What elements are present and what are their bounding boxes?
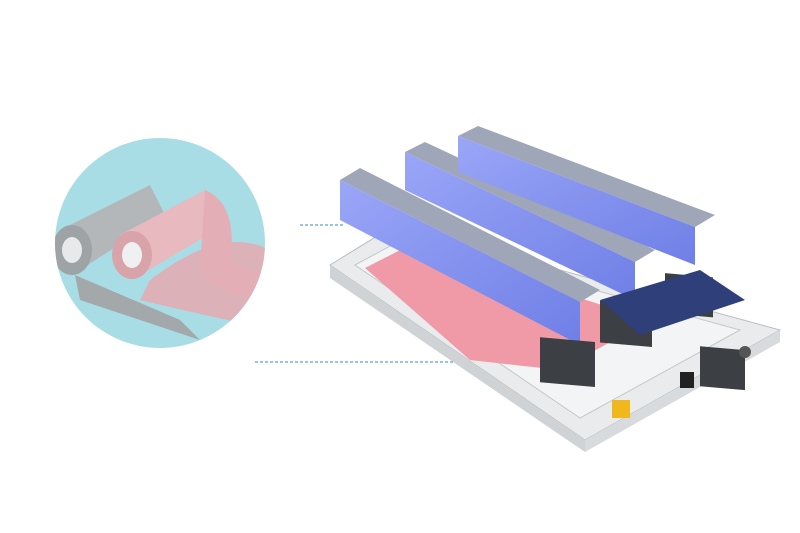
pink-roll xyxy=(112,190,265,300)
battery-module-1 xyxy=(340,168,600,388)
battery-module-4 xyxy=(600,270,745,391)
thermal-pad-rolls-photo xyxy=(55,138,265,348)
tray-connectors xyxy=(612,346,751,418)
grey-roll xyxy=(55,185,165,275)
